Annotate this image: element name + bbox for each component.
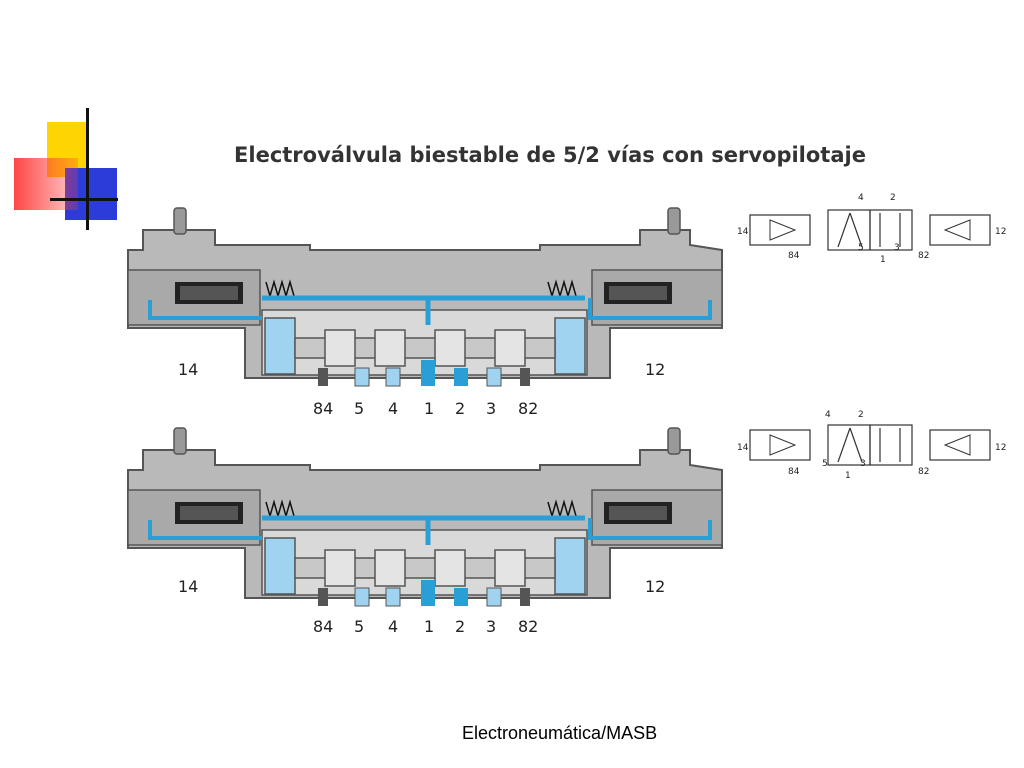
slide-footer: Electroneumática/MASB — [462, 723, 658, 743]
deco-vertical-line — [86, 108, 89, 230]
top-symbol-right: 12 — [995, 227, 1006, 237]
top-valve-cross-section — [128, 208, 722, 386]
bottom-port-82: 82 — [518, 617, 538, 636]
bottom-port-labels: 84 5 4 1 2 3 82 — [313, 617, 538, 636]
bottom-port-84: 84 — [313, 617, 333, 636]
bottom-symbol-1: 1 — [845, 471, 851, 481]
bottom-port-2: 2 — [455, 617, 465, 636]
bottom-port-1: 1 — [424, 617, 434, 636]
bottom-symbol-2: 2 — [858, 410, 864, 420]
bottom-valve-cross-section — [128, 428, 722, 606]
bottom-symbol-3: 3 — [860, 459, 866, 469]
bottom-symbol-4: 4 — [825, 410, 831, 420]
top-symbol-1: 1 — [880, 255, 886, 265]
top-symbol-3: 3 — [894, 243, 900, 253]
top-port-1: 1 — [424, 399, 434, 418]
bottom-right-side-label: 12 — [645, 577, 665, 596]
top-symbol-82: 82 — [918, 251, 929, 261]
bottom-left-side-label: 14 — [178, 577, 198, 596]
top-port-4: 4 — [388, 399, 398, 418]
bottom-valve-symbol — [749, 424, 991, 466]
bottom-symbol-82: 82 — [918, 467, 929, 477]
top-symbol-5: 5 — [858, 243, 864, 253]
top-port-2: 2 — [455, 399, 465, 418]
bottom-symbol-84: 84 — [788, 467, 800, 477]
top-port-labels: 84 5 4 1 2 3 82 — [313, 399, 538, 418]
bottom-port-3: 3 — [486, 617, 496, 636]
deco-red-square — [14, 158, 78, 210]
decorative-squares — [10, 108, 120, 230]
top-port-84: 84 — [313, 399, 333, 418]
deco-horizontal-line — [50, 198, 118, 201]
bottom-symbol-left: 14 — [737, 443, 749, 453]
top-port-5: 5 — [354, 399, 364, 418]
top-symbol-left: 14 — [737, 227, 749, 237]
bottom-port-4: 4 — [388, 617, 398, 636]
top-left-side-label: 14 — [178, 360, 198, 379]
top-valve-symbol — [749, 209, 991, 251]
top-port-3: 3 — [486, 399, 496, 418]
bottom-symbol-5: 5 — [822, 459, 828, 469]
top-right-side-label: 12 — [645, 360, 665, 379]
top-symbol-84: 84 — [788, 251, 800, 261]
top-port-82: 82 — [518, 399, 538, 418]
bottom-port-5: 5 — [354, 617, 364, 636]
slide-title: Electroválvula biestable de 5/2 vías con… — [234, 143, 866, 167]
bottom-symbol-right: 12 — [995, 443, 1006, 453]
top-symbol-2: 2 — [890, 193, 896, 203]
top-symbol-4: 4 — [858, 193, 864, 203]
